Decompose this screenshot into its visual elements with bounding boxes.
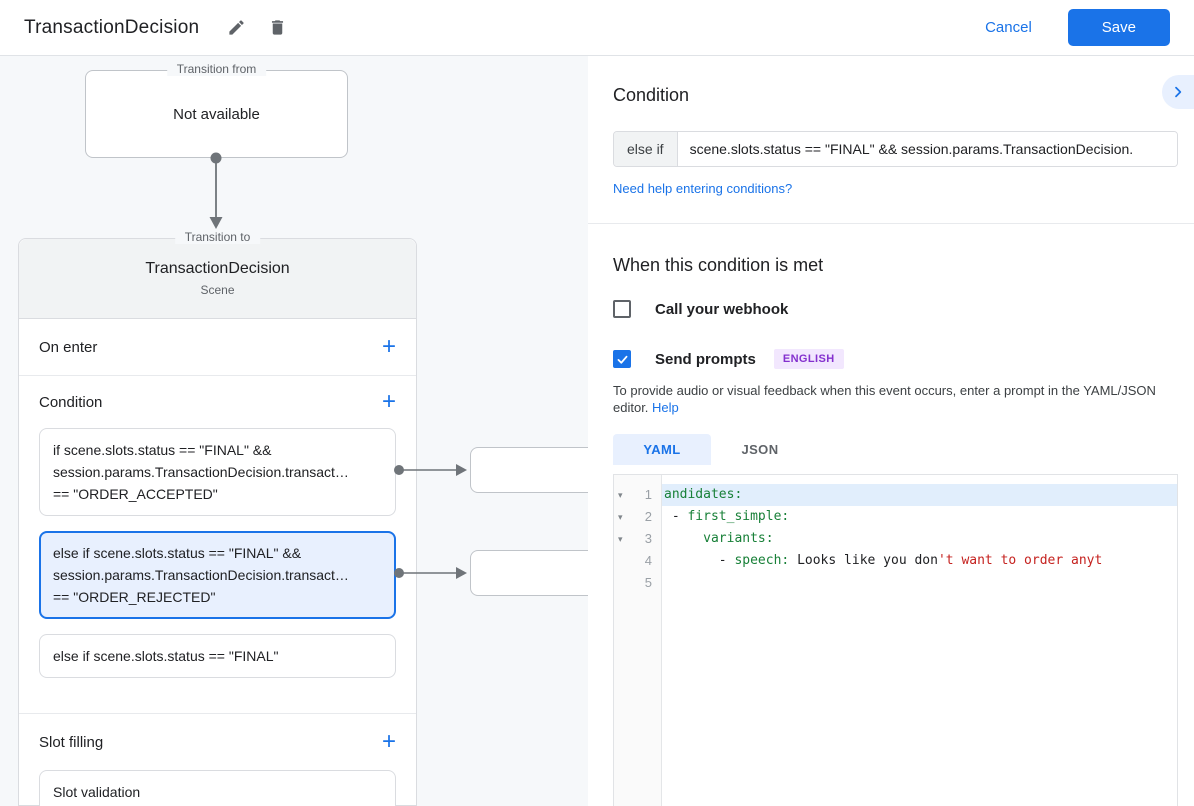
line-number: 1 (644, 487, 652, 502)
condition-help-link[interactable]: Need help entering conditions? (613, 181, 793, 196)
condition-item-accepted[interactable]: if scene.slots.status == "FINAL" && sess… (39, 428, 396, 516)
yaml-code-editor[interactable]: ▾ 1 ▾ 2 ▾ 3 4 5 andidates: - first_simple: … (613, 474, 1178, 806)
tab-json[interactable]: JSON (741, 442, 779, 457)
help-link[interactable]: Help (652, 400, 679, 415)
call-webhook-label: Call your webhook (655, 300, 789, 318)
transition-from-box[interactable]: Transition from Not available (85, 62, 348, 158)
transition-target-box-1[interactable] (470, 447, 588, 493)
panel-divider (588, 223, 1194, 224)
code-line-3[interactable]: variants: (703, 531, 774, 546)
condition-item-rejected-selected[interactable]: else if scene.slots.status == "FINAL" &&… (39, 531, 396, 619)
line-number: 3 (644, 531, 652, 546)
scene-card-header[interactable]: TransactionDecision Scene (19, 239, 416, 319)
prompt-helper-text: To provide audio or visual feedback when… (613, 383, 1156, 415)
scene-card: Transition to TransactionDecision Scene … (18, 230, 417, 806)
transition-to-label: Transition to (174, 230, 261, 244)
transition-target-box-2[interactable] (470, 550, 588, 596)
code-line-2[interactable]: - first_simple: (664, 509, 790, 524)
fold-arrow-icon[interactable]: ▾ (618, 490, 623, 500)
add-slot-icon[interactable]: + (376, 730, 402, 754)
add-on-enter-icon[interactable]: + (376, 335, 402, 359)
code-line-1[interactable]: andidates: (662, 484, 1177, 506)
save-button[interactable]: Save (1067, 9, 1170, 46)
condition-expression-input[interactable] (677, 132, 1177, 166)
scene-flow-canvas: Transition from Not available Transition… (0, 56, 588, 806)
language-badge: ENGLISH (773, 349, 844, 369)
line-number: 4 (644, 553, 652, 568)
condition-section: Condition + if scene.slots.status == "FI… (19, 376, 416, 714)
scene-name: TransactionDecision (145, 260, 290, 277)
cancel-button[interactable]: Cancel (979, 18, 1038, 37)
code-line-5[interactable] (662, 572, 1177, 594)
slot-filling-section: Slot filling + Slot validation (19, 714, 416, 806)
check-icon (617, 355, 627, 364)
collapse-panel-chevron-icon[interactable] (1162, 75, 1194, 109)
send-prompts-label: Send prompts (655, 350, 756, 368)
send-prompts-row: Send prompts ENGLISH (613, 349, 1178, 369)
webhook-row: Call your webhook (613, 300, 1178, 318)
call-webhook-checkbox[interactable] (613, 300, 631, 318)
on-enter-section: On enter + (19, 319, 416, 376)
fold-arrow-icon[interactable]: ▾ (618, 512, 623, 522)
on-enter-label: On enter (39, 338, 98, 356)
top-bar: TransactionDecision Cancel Save (0, 0, 1194, 56)
transition-from-label: Transition from (166, 62, 267, 76)
condition-input-group: else if (613, 131, 1178, 167)
condition-detail-panel: Condition else if Need help entering con… (588, 56, 1194, 806)
panel-title: Condition (613, 85, 690, 105)
delete-trash-icon[interactable] (260, 14, 295, 41)
scene-type-label: Scene (200, 283, 235, 297)
code-line-4[interactable]: - speech: Looks like you don't want to o… (664, 553, 1103, 568)
edit-pencil-icon[interactable] (219, 14, 254, 41)
page-title: TransactionDecision (24, 16, 200, 38)
add-condition-icon[interactable]: + (376, 390, 402, 414)
transition-from-value: Not available (173, 105, 260, 123)
slot-validation-item[interactable]: Slot validation (39, 770, 396, 806)
when-condition-met-title: When this condition is met (613, 255, 824, 275)
condition-item-final[interactable]: else if scene.slots.status == "FINAL" (39, 634, 396, 678)
slot-filling-label: Slot filling (39, 733, 104, 751)
send-prompts-checkbox[interactable] (613, 350, 631, 368)
line-number: 5 (644, 575, 652, 590)
editor-tabs: YAML JSON (613, 434, 1178, 465)
condition-prefix-label: else if (614, 132, 678, 166)
tab-yaml[interactable]: YAML (613, 434, 711, 465)
fold-arrow-icon[interactable]: ▾ (618, 534, 623, 544)
line-number: 2 (644, 509, 652, 524)
editor-code-area[interactable]: andidates: - first_simple: variants: - s… (662, 475, 1177, 806)
editor-gutter: ▾ 1 ▾ 2 ▾ 3 4 5 (614, 475, 662, 806)
condition-section-label: Condition (39, 393, 103, 411)
